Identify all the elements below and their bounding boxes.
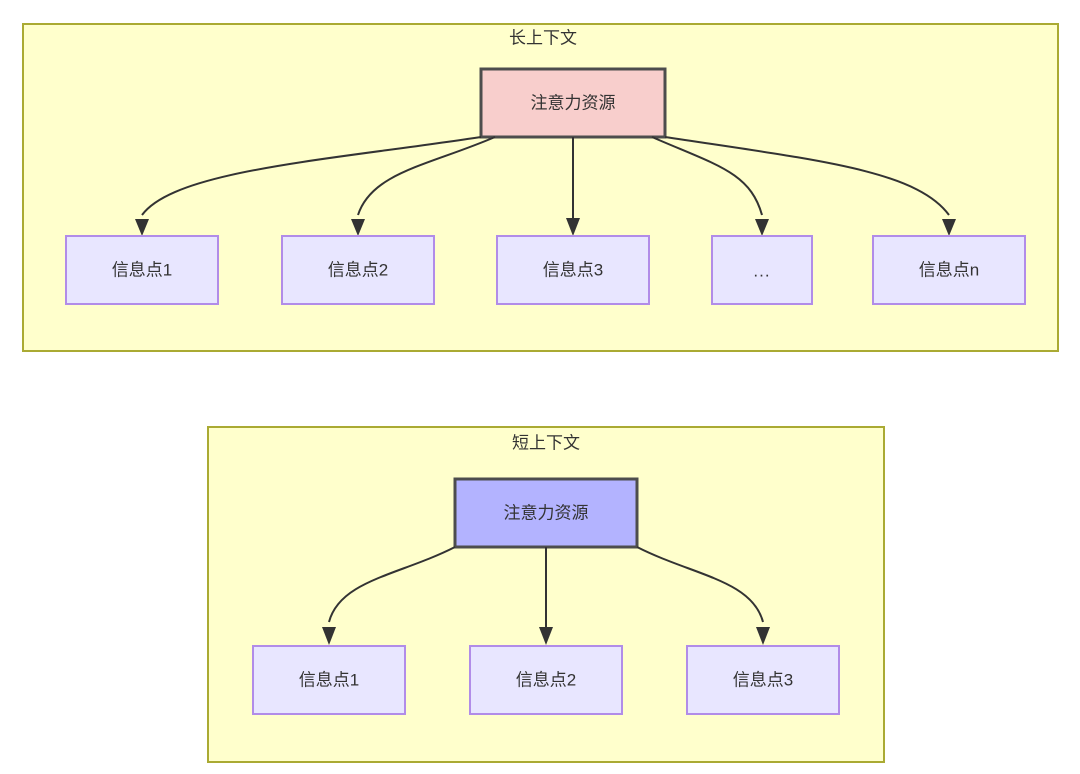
edges-long-context (135, 136, 956, 236)
node-info-point-long-ellipsis-label: ... (753, 261, 770, 280)
node-info-point-long-ellipsis-box[interactable] (711, 235, 813, 305)
node-attention-resource-long-label: 注意力资源 (531, 93, 616, 112)
edges-short-context (322, 546, 770, 645)
node-attention-resource-long[interactable]: 注意力资源 (479, 67, 667, 139)
edge-long-4 (651, 136, 763, 216)
node-info-point-short-3[interactable]: 信息点3 (686, 645, 840, 715)
node-info-point-long-2-label: 信息点2 (328, 260, 388, 279)
node-info-point-short-2-box[interactable] (469, 645, 623, 715)
node-info-point-short-1-label: 信息点1 (299, 670, 359, 689)
node-attention-resource-long-box[interactable] (479, 67, 667, 139)
node-info-point-long-1-label: 信息点1 (112, 260, 172, 279)
node-info-point-long-n[interactable]: 信息点n (872, 235, 1026, 305)
node-info-point-short-1-box[interactable] (252, 645, 406, 715)
arrowhead-long-2 (351, 219, 365, 236)
edge-short-3 (636, 546, 764, 623)
edge-long-5 (664, 136, 950, 216)
node-info-point-short-3-box[interactable] (686, 645, 840, 715)
node-info-point-long-2[interactable]: 信息点2 (281, 235, 435, 305)
node-info-point-long-n-label: 信息点n (919, 260, 979, 279)
panel-short-context-title: 短上下文 (512, 433, 580, 452)
node-attention-resource-short[interactable]: 注意力资源 (453, 477, 639, 549)
node-info-point-long-ellipsis[interactable]: ... (711, 235, 813, 305)
node-info-point-long-1[interactable]: 信息点1 (65, 235, 219, 305)
arrowhead-short-3 (756, 627, 770, 645)
node-info-point-long-3-box[interactable] (496, 235, 650, 305)
arrowhead-long-3 (566, 218, 580, 236)
edge-long-2 (357, 136, 496, 216)
node-info-point-short-2-label: 信息点2 (516, 670, 576, 689)
arrowhead-short-1 (322, 627, 336, 645)
node-info-point-short-1[interactable]: 信息点1 (252, 645, 406, 715)
node-attention-resource-short-box[interactable] (453, 477, 639, 549)
arrowhead-long-5 (942, 219, 956, 236)
node-info-point-long-3[interactable]: 信息点3 (496, 235, 650, 305)
node-attention-resource-short-label: 注意力资源 (504, 503, 589, 522)
panel-long-context-title: 长上下文 (509, 28, 577, 47)
node-info-point-long-2-box[interactable] (281, 235, 435, 305)
node-info-point-short-2[interactable]: 信息点2 (469, 645, 623, 715)
node-info-point-long-3-label: 信息点3 (543, 260, 603, 279)
edge-long-1 (141, 136, 482, 216)
node-info-point-long-1-box[interactable] (65, 235, 219, 305)
node-info-point-short-3-label: 信息点3 (733, 670, 793, 689)
panel-short-context: 短上下文 注意力资源 信息点1 (207, 426, 885, 763)
node-info-point-long-n-box[interactable] (872, 235, 1026, 305)
arrowhead-short-2 (539, 627, 553, 645)
panel-long-context: 长上下文 注意力资源 (22, 23, 1059, 352)
edge-short-1 (328, 546, 456, 623)
arrowhead-long-1 (135, 219, 149, 236)
arrowhead-long-4 (755, 219, 769, 236)
